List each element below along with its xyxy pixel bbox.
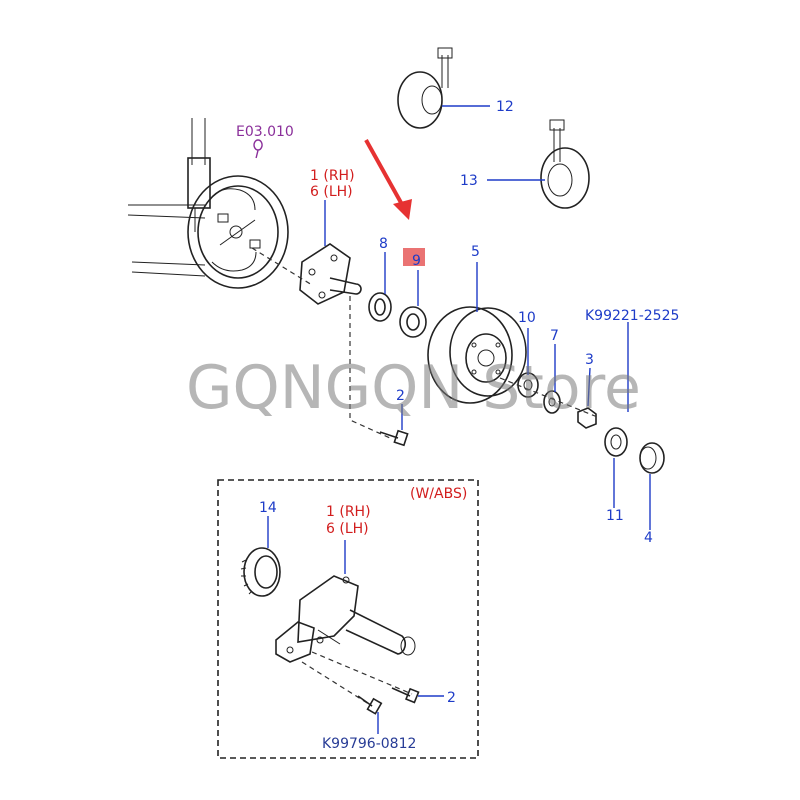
store-watermark: GQNGQN Store — [186, 353, 641, 423]
sensor-ring-13-drawing — [540, 119, 590, 209]
inset-part-label-14: 14 — [259, 500, 277, 516]
oil-seal-drawing — [368, 292, 392, 322]
part-label-5: 5 — [471, 244, 480, 260]
shock-absorber-drawing — [187, 118, 211, 232]
part-label-10: 10 — [518, 310, 536, 326]
lock-cap-11-drawing — [604, 427, 628, 457]
part-label-7: 7 — [550, 328, 559, 344]
part-label-4: 4 — [644, 530, 653, 546]
grease-cap-4-drawing — [639, 442, 665, 474]
part-label-6-lh: 6 (LH) — [310, 184, 353, 200]
inset-part-label-k99796-0812: K99796-0812 — [322, 736, 416, 752]
part-label-8: 8 — [379, 236, 388, 252]
sensor-ring-12-drawing — [397, 47, 453, 129]
abs-inset-box — [217, 479, 479, 759]
brake-drum-drawing — [427, 306, 527, 404]
abs-stub-axle-drawing — [275, 575, 416, 663]
stub-axle-drawing — [299, 243, 362, 305]
brake-backing-plate-drawing — [187, 175, 289, 289]
bearing-drawing — [399, 306, 427, 338]
part-label-2: 2 — [396, 388, 405, 404]
inset-part-label-6-lh: 6 (LH) — [326, 521, 369, 537]
reference-marker-icon — [253, 139, 263, 159]
reference-label-e03010: E03.010 — [236, 124, 294, 140]
red-arrow-icon — [364, 139, 412, 220]
inset-part-label-1-rh: 1 (RH) — [326, 504, 371, 520]
inset-label-wabs: (W/ABS) — [410, 486, 467, 502]
inset-part-label-2: 2 — [447, 690, 456, 706]
part-label-11: 11 — [606, 508, 624, 524]
abs-leader-lines — [267, 516, 444, 734]
part-9-highlight — [403, 248, 425, 266]
part-label-9: 9 — [412, 253, 421, 269]
nut-3-drawing — [577, 407, 597, 429]
leader-lines — [324, 105, 651, 530]
part-label-1-rh: 1 (RH) — [310, 168, 355, 184]
bolt-2-drawing — [379, 429, 409, 447]
axle-housing-drawing — [127, 204, 206, 277]
part-label-k99221-2525: K99221-2525 — [585, 308, 679, 324]
part-label-13: 13 — [460, 173, 478, 189]
part-label-3: 3 — [585, 352, 594, 368]
part-label-12: 12 — [496, 99, 514, 115]
assembly-lines — [251, 247, 601, 439]
abs-bolts-drawing — [301, 651, 420, 715]
abs-tone-ring-drawing — [240, 547, 281, 597]
